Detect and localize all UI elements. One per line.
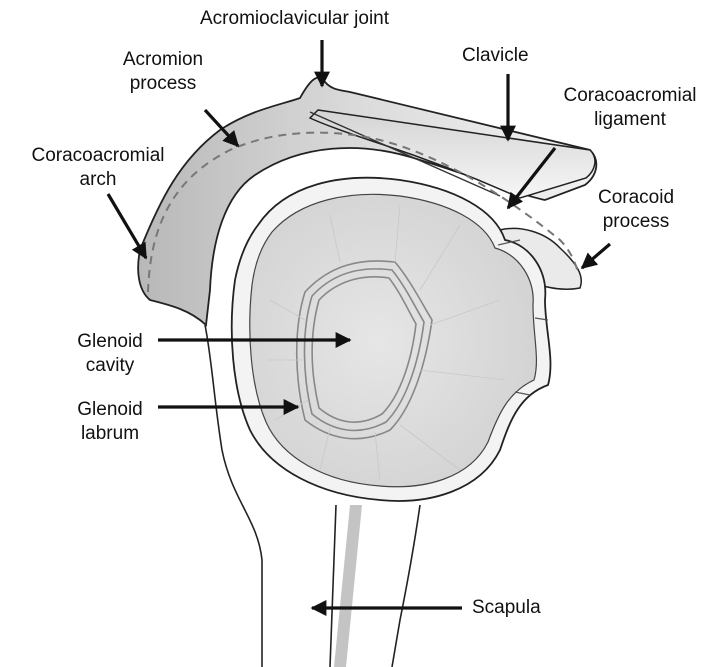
label-glenoid-labrum-line1: Glenoid (60, 398, 160, 422)
label-coracoacromial-ligament-line1: Coracoacromial (540, 84, 720, 108)
label-acromioclavicular-joint: Acromioclavicular joint (200, 7, 389, 31)
label-glenoid-cavity: Glenoid cavity (60, 330, 160, 378)
label-coracoacromial-arch-line2: arch (8, 168, 188, 192)
label-clavicle: Clavicle (462, 44, 529, 68)
label-glenoid-labrum-line2: labrum (60, 422, 160, 446)
label-acromion-line1: Acromion (108, 48, 218, 72)
label-coracoid-process: Coracoid process (586, 186, 686, 234)
label-coracoacromial-ligament-line2: ligament (540, 108, 720, 132)
arrow-coracoacromial-arch (108, 194, 146, 258)
scapula-spine-shade (334, 505, 362, 667)
label-coracoacromial-arch-line1: Coracoacromial (8, 144, 188, 168)
label-coracoid-line1: Coracoid (586, 186, 686, 210)
label-acromion-line2: process (108, 72, 218, 96)
arrow-coracoid-process (582, 244, 610, 268)
label-glenoid-cavity-line2: cavity (60, 354, 160, 378)
label-coracoacromial-arch: Coracoacromial arch (8, 144, 188, 192)
label-coracoid-line2: process (586, 210, 686, 234)
label-coracoacromial-ligament: Coracoacromial ligament (540, 84, 720, 132)
label-scapula: Scapula (472, 596, 541, 620)
label-glenoid-labrum: Glenoid labrum (60, 398, 160, 446)
label-glenoid-cavity-line1: Glenoid (60, 330, 160, 354)
label-acromion-process: Acromion process (108, 48, 218, 96)
